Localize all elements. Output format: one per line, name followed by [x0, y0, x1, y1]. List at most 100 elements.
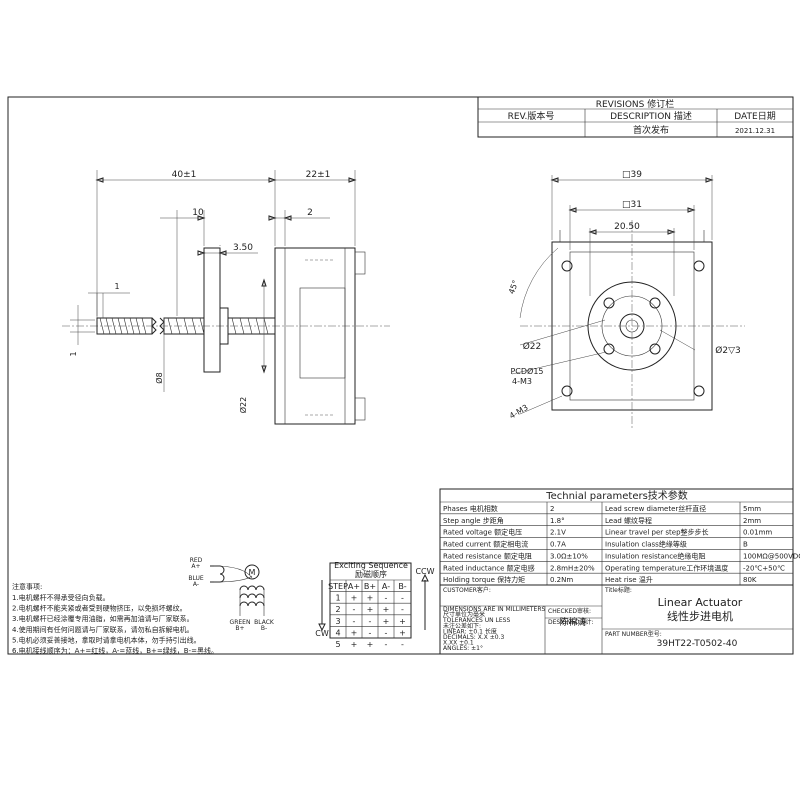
sequence-cell: -: [353, 605, 356, 614]
tech-label: Rated inductance 额定电感: [443, 563, 535, 572]
angle-45: 45°: [507, 279, 520, 295]
revision-date: 2021.12.31: [735, 127, 775, 135]
dim-diameter-twentytwo-side: Ø22: [238, 397, 248, 413]
tolerance-line: LINEAR: ±0.1 长度: [443, 627, 497, 635]
designed-label: DESIGNED设计:: [548, 618, 594, 626]
tech-label2: Lead screw diameter丝杆直径: [605, 504, 706, 513]
sequence-cell: -: [385, 594, 388, 603]
customer-label: CUSTOMER客户:: [443, 586, 491, 594]
sequence-cell: 1: [335, 594, 340, 603]
sequence-title: Exciting Sequence: [334, 561, 408, 570]
revision-description: 首次发布: [633, 124, 669, 136]
tolerance-line: 未注公差如下:: [443, 622, 481, 630]
dim-diameter-twentytwo-front: Ø22: [523, 341, 542, 352]
sequence-header: STEP: [328, 582, 348, 591]
sequence-cell: +: [351, 594, 358, 603]
motor-symbol-letter: M: [249, 568, 256, 577]
sequence-cell: -: [401, 605, 404, 614]
wire-black: BLACK: [254, 619, 275, 626]
sequence-cell: -: [385, 640, 388, 649]
desc-col-header: DESCRIPTION 描述: [610, 110, 692, 122]
sequence-cell: +: [367, 594, 374, 603]
thread-callout-corner: 4-M3: [508, 403, 530, 421]
sequence-cell: -: [369, 617, 372, 626]
motor-symbol: [244, 564, 260, 580]
thread-callout-pcd: 4-M3: [512, 377, 532, 386]
notes-title: 注意事项:: [12, 582, 42, 591]
wiring-diagram: M RED A+ BLUE A- GREEN B+ BLACK B-: [188, 557, 275, 632]
dim-diameter-eight: Ø8: [154, 372, 164, 383]
tolerance-line: DIMENSIONS ARE IN MILLIMETERS: [443, 606, 545, 613]
sheet-border: [7, 96, 794, 655]
ccw-label: CCW: [415, 567, 434, 576]
drawing-title-en: Linear Actuator: [658, 596, 743, 609]
wire-a-plus: A+: [191, 563, 200, 570]
sequence-cell: +: [399, 617, 406, 626]
note-item: 5.电机必须妥善接地，拿取时请拿电机本体，勿手持引出线。: [12, 635, 201, 644]
wire-a-minus: A-: [193, 581, 199, 588]
part-number: 39HT22-T0502-40: [657, 639, 738, 649]
tech-value: 1.8°: [550, 517, 565, 525]
wire-b-plus: B+: [235, 625, 244, 632]
sequence-header: A+: [348, 582, 360, 591]
sequence-cell: 3: [335, 617, 340, 626]
revisions-table: REVISIONS 修订栏 REV.版本号 DESCRIPTION 描述 DAT…: [477, 96, 794, 138]
dim-overall-length: 40±1: [172, 170, 197, 180]
tech-value2: 0.01mm: [743, 529, 772, 537]
rev-col-header: REV.版本号: [508, 110, 555, 122]
wire-green: GREEN: [230, 619, 251, 626]
sequence-cell: -: [353, 617, 356, 626]
tech-value2: B: [743, 541, 748, 549]
note-item: 3.电机螺杆已经涂覆专用油脂，如需再加油请与厂家联系。: [12, 614, 194, 623]
title-block: CUSTOMER客户: CHECKED审核: DESIGNED设计: 陈棉涛 T…: [439, 584, 794, 655]
wire-b-minus: B-: [261, 625, 267, 632]
tech-value2: -20℃+50℃: [743, 564, 785, 572]
sequence-cell: +: [367, 605, 374, 614]
tech-label: Rated voltage 额定电压: [443, 528, 522, 537]
tech-label: Holding torque 保持力矩: [443, 575, 525, 584]
wire-red: RED: [190, 557, 203, 564]
sequence-header: A-: [382, 582, 390, 591]
part-number-label: PART NUMBER型号:: [605, 630, 662, 638]
tolerance-line: DECIMALS: X.X ±0.3: [443, 634, 505, 641]
tech-value: 3.0Ω±10%: [550, 552, 588, 560]
tech-label2: Lead 螺纹导程: [605, 516, 652, 525]
tech-label: Rated resistance 额定电阻: [443, 551, 532, 560]
tech-value: 2.8mH±20%: [550, 564, 595, 572]
hole-depth-callout: Ø2▽3: [715, 345, 740, 356]
tech-value: 2.1V: [550, 529, 566, 537]
sequence-cell: +: [351, 640, 358, 649]
wire-blue: BLUE: [188, 575, 204, 582]
sequence-cell: +: [383, 617, 390, 626]
sequence-cell: -: [401, 594, 404, 603]
screw-nut-flange: [203, 247, 221, 373]
tech-label: Step angle 步距角: [443, 516, 504, 525]
dim-square-39: □39: [622, 170, 642, 180]
dim-one-horizontal: 1: [114, 282, 119, 291]
tech-label2: Insulation resistance绝缘电阻: [605, 551, 705, 560]
front-view: □39 □31 20.50 45° Ø22 Ø2▽3 PCDØ15 4-M3 4…: [507, 170, 745, 430]
tech-title: Technial parameters技术参数: [545, 489, 688, 502]
dim-one-vertical: 1: [69, 351, 78, 356]
tech-value: 0.7A: [550, 541, 566, 549]
tech-value2: 100MΩ@500VDC: [743, 552, 800, 560]
sequence-cell: +: [383, 605, 390, 614]
mount-hole-tr: [693, 260, 705, 272]
mount-hole-bl: [561, 385, 573, 397]
sequence-cell: +: [399, 628, 406, 637]
sequence-cell: -: [385, 628, 388, 637]
drawing-title-cn: 线性步进电机: [667, 609, 733, 623]
dim-square-31: □31: [622, 200, 642, 210]
notes: 注意事项: 1.电机螺杆不得承受径向负载。2.电机螺杆不能夹紧或者受到硬物挤压，…: [12, 582, 218, 655]
mount-hole-tl: [561, 260, 573, 272]
sequence-header: B+: [364, 582, 376, 591]
note-item: 1.电机螺杆不得承受径向负载。: [12, 593, 110, 602]
checked-label: CHECKED审核:: [548, 607, 591, 615]
pcd-callout: PCDØ15: [510, 366, 543, 376]
tolerance-line: ANGLES: ±1°: [443, 645, 483, 652]
tolerance-line: X.XX ±0.1: [443, 640, 474, 647]
tolerance-line: TOLERANCES UN LESS: [442, 617, 510, 624]
